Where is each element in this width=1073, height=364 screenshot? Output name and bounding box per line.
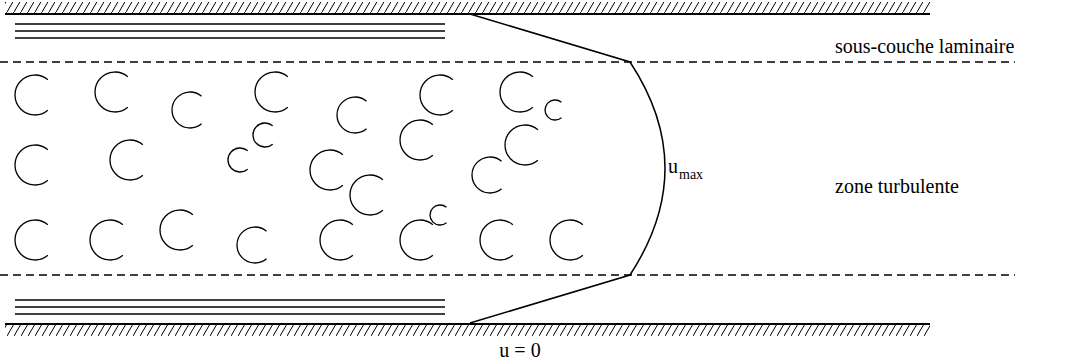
pipe-wall xyxy=(5,323,930,325)
eddy-arc xyxy=(237,227,267,263)
eddy-arc xyxy=(15,220,48,260)
eddy-arc xyxy=(15,75,48,115)
eddy-arc xyxy=(400,120,433,160)
velocity-symbol: u xyxy=(668,156,678,176)
eddy-arc xyxy=(253,123,273,147)
eddy-arc xyxy=(420,75,453,115)
eddy-arc xyxy=(480,220,513,260)
eddy-arc xyxy=(160,210,193,250)
eddy-arc xyxy=(337,97,367,133)
turbulent-eddies xyxy=(15,72,583,263)
eddy-arc xyxy=(472,157,502,193)
eddy-arc xyxy=(400,220,433,260)
wall-condition: u = 0 xyxy=(499,340,540,360)
dashed-boundary xyxy=(0,274,1015,275)
eddy-arc xyxy=(90,220,123,260)
eddy-arc xyxy=(172,92,202,128)
wall-hatching xyxy=(5,2,930,13)
pipe-wall xyxy=(5,13,930,15)
eddy-arc xyxy=(545,100,561,120)
eddy-arc xyxy=(505,125,538,165)
eddy-arc xyxy=(500,72,533,112)
eddy-arc xyxy=(350,175,383,215)
eddy-arc xyxy=(430,205,446,225)
region-label: sous-couche laminaire xyxy=(835,36,1014,56)
eddy-arc xyxy=(320,220,353,260)
eddy-arc xyxy=(15,145,48,185)
wall-hatching xyxy=(5,325,930,336)
velocity-profile xyxy=(470,14,665,323)
eddy-arc xyxy=(550,220,583,260)
laminar-streamlines xyxy=(15,24,445,314)
eddy-arc xyxy=(228,148,248,172)
region-label: zone turbulente xyxy=(835,176,959,196)
eddy-arc xyxy=(255,72,288,112)
velocity-subscript: max xyxy=(679,168,703,182)
dashed-boundary xyxy=(0,61,1015,62)
eddy-arc xyxy=(95,72,128,112)
eddy-arc xyxy=(110,140,143,180)
eddy-arc xyxy=(310,150,343,190)
